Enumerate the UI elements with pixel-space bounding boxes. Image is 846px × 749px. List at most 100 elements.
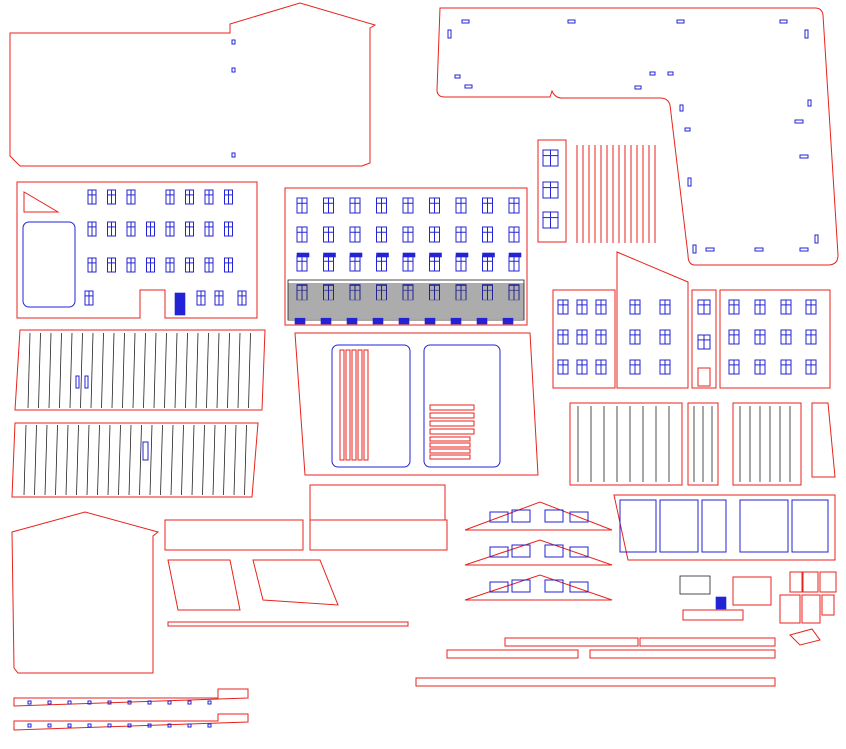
window-cornice: [482, 252, 495, 258]
stair-part: [429, 412, 475, 419]
slat-line: [227, 332, 230, 409]
slot: [447, 29, 452, 39]
basement-window: [294, 317, 306, 325]
slot: [667, 71, 674, 76]
slatted-panels-right: [569, 402, 836, 486]
slat-line: [195, 332, 199, 409]
slat-line: [248, 332, 251, 409]
hole: [127, 723, 132, 728]
basement-window: [372, 317, 384, 325]
window-cornice: [349, 252, 363, 258]
basement-window: [476, 317, 488, 325]
slat-line: [80, 332, 83, 409]
truss-cutout: [511, 579, 531, 593]
slot: [75, 375, 80, 389]
slot: [779, 19, 788, 24]
window-cornice: [296, 252, 310, 258]
slot: [676, 19, 685, 24]
stair-part: [429, 448, 471, 454]
stair-part: [429, 436, 471, 442]
slot: [461, 19, 470, 24]
generated-details: [23, 19, 829, 728]
slat-line: [44, 424, 48, 496]
stair-part: [429, 428, 475, 435]
strut-part: [351, 349, 357, 461]
slot: [231, 39, 236, 45]
slot: [814, 234, 819, 244]
basement-window: [502, 317, 514, 325]
slot: [634, 85, 642, 90]
stair-part: [429, 420, 475, 427]
hole: [207, 723, 212, 728]
truss-cutout: [511, 544, 531, 558]
slot: [679, 104, 684, 112]
slatted-roof-panel-2: [11, 422, 259, 498]
slot: [231, 152, 236, 158]
hole: [67, 700, 72, 705]
truss-cutout: [489, 581, 509, 593]
hole: [127, 700, 132, 705]
slat-line: [122, 332, 125, 409]
door: [697, 367, 711, 387]
part-outline: [659, 499, 699, 553]
slat-line: [143, 332, 146, 409]
strut-part: [339, 349, 345, 461]
slot: [804, 29, 809, 39]
hole: [167, 723, 172, 728]
slat-line: [139, 424, 142, 496]
slot: [454, 74, 461, 79]
window-cornice: [376, 252, 389, 258]
stair-part: [429, 442, 471, 448]
window-cornice: [508, 252, 522, 258]
stair-part: [429, 454, 471, 460]
slat-line: [111, 332, 115, 409]
slat-line: [132, 332, 136, 409]
hole: [187, 723, 192, 728]
slat-line: [206, 332, 209, 409]
slat-line: [23, 424, 27, 496]
slat-line: [174, 332, 178, 409]
slat-line: [48, 332, 52, 409]
slat-line: [27, 332, 31, 409]
hole: [27, 723, 32, 728]
slot: [684, 127, 691, 132]
window-cornice: [429, 252, 442, 258]
slat-line: [191, 424, 195, 496]
hole: [47, 723, 52, 728]
slot: [799, 154, 809, 159]
slot: [799, 247, 809, 252]
slot: [649, 71, 656, 76]
slat-line: [233, 424, 237, 496]
slat-line: [128, 424, 132, 496]
slat-line: [216, 332, 220, 409]
slat-line: [160, 424, 163, 496]
slat-line: [164, 332, 167, 409]
slat-line: [149, 424, 153, 496]
slot: [567, 19, 576, 24]
slat-line: [237, 332, 241, 409]
hole: [27, 700, 32, 705]
slat-line: [153, 332, 157, 409]
slot: [231, 67, 236, 73]
hole: [207, 700, 212, 705]
strips-and-trusses: [13, 484, 837, 731]
hole: [107, 700, 112, 705]
basement-window: [320, 317, 332, 325]
part-outline: [701, 499, 727, 553]
truss-cutout: [544, 544, 564, 558]
slot: [705, 247, 715, 252]
slat-line: [97, 424, 100, 496]
floor-parts-center: [294, 332, 539, 476]
truss-cutout: [569, 511, 589, 523]
truss-cutout: [511, 509, 531, 523]
facade-left: [16, 181, 258, 319]
slat-line: [107, 424, 111, 496]
slat-line: [244, 424, 247, 496]
gable-wall-top: [9, 2, 377, 167]
hole: [87, 723, 92, 728]
stair-part: [429, 404, 475, 411]
truss-cutout: [569, 546, 589, 558]
slat-line: [185, 332, 188, 409]
slat-line: [170, 424, 174, 496]
